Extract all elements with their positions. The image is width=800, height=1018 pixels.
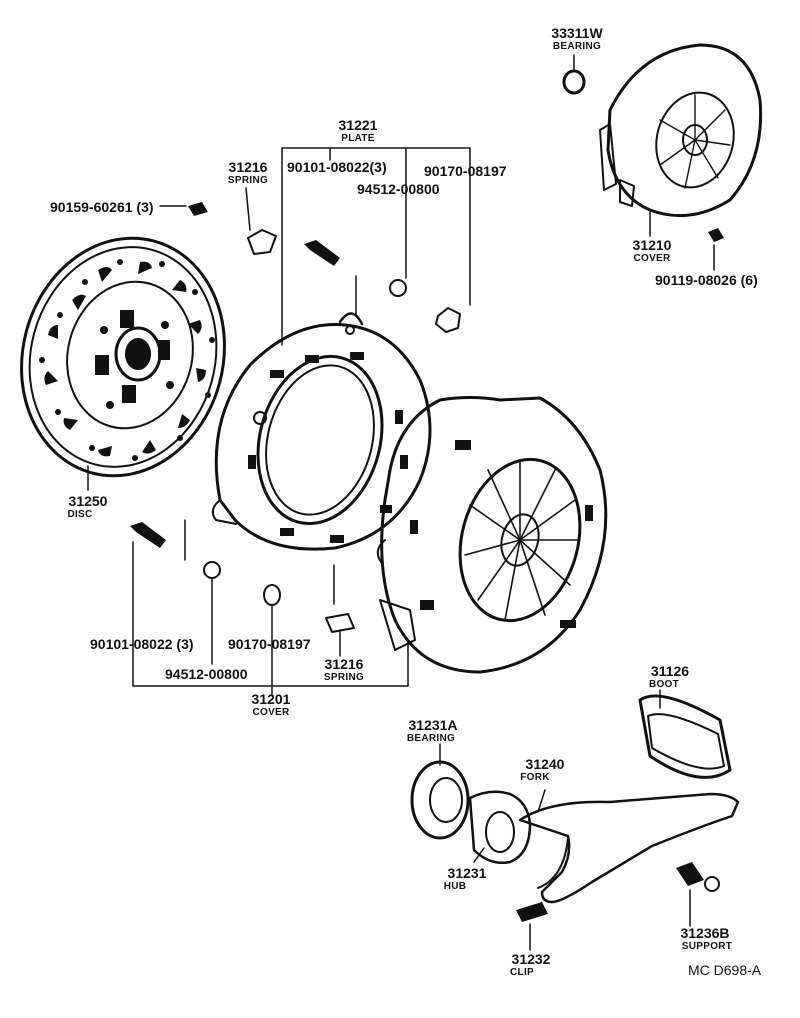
label-94512-bottom: 94512-00800: [165, 666, 248, 682]
label-31231-name: HUB: [443, 881, 467, 892]
label-31126-number: 31126: [650, 663, 690, 679]
label-90170-top: 90170-08197: [424, 163, 507, 179]
label-31216-bottom-name: SPRING: [323, 672, 365, 683]
label-31232-name: CLIP: [510, 967, 534, 978]
pressure-plate-drawing: [211, 312, 432, 551]
label-90159: 90159-60261 (3): [50, 199, 154, 215]
label-31201-name: COVER: [252, 707, 290, 718]
label-31216-bottom-number: 31216: [324, 656, 364, 672]
label-31231a-name: BEARING: [406, 733, 456, 744]
label-33311w-name: BEARING: [552, 41, 602, 52]
label-31221-number: 31221: [338, 117, 378, 133]
label-31231a-number: 31231A: [408, 717, 458, 733]
label-31236b-number: 31236B: [680, 925, 730, 941]
label-31210-name: COVER: [633, 253, 671, 264]
cover-31210-drawing: [599, 43, 763, 218]
label-31221-name: PLATE: [341, 133, 375, 144]
label-94512-top: 94512-00800: [357, 181, 440, 197]
label-31240-name: FORK: [520, 772, 550, 783]
release-assembly-drawing: [410, 694, 740, 922]
label-31250-name: DISC: [67, 509, 93, 520]
label-31126-name: BOOT: [648, 679, 680, 690]
label-31216-top-number: 31216: [228, 159, 268, 175]
label-31250-number: 31250: [68, 493, 108, 509]
label-31210-number: 31210: [632, 237, 672, 253]
label-31236b-name: SUPPORT: [681, 941, 733, 952]
label-31240-number: 31240: [525, 756, 565, 772]
label-31201-number: 31201: [251, 691, 291, 707]
label-31216-top-name: SPRING: [227, 175, 269, 186]
label-90119: 90119-08026 (6): [655, 272, 758, 288]
label-90170-bottom: 90170-08197: [228, 636, 311, 652]
hardware-drawings: [130, 69, 724, 633]
label-90101-bottom: 90101-08022 (3): [90, 636, 194, 652]
label-90101-top: 90101-08022(3): [287, 159, 387, 175]
diagram-code: MC D698-A: [688, 962, 762, 978]
clutch-disc-drawing: [20, 236, 226, 478]
label-31232-number: 31232: [511, 951, 551, 967]
label-31231-number: 31231: [447, 865, 487, 881]
clutch-cover-drawing: [376, 396, 608, 674]
label-33311w-number: 33311W: [551, 25, 603, 41]
leader-lines: [87, 54, 715, 951]
